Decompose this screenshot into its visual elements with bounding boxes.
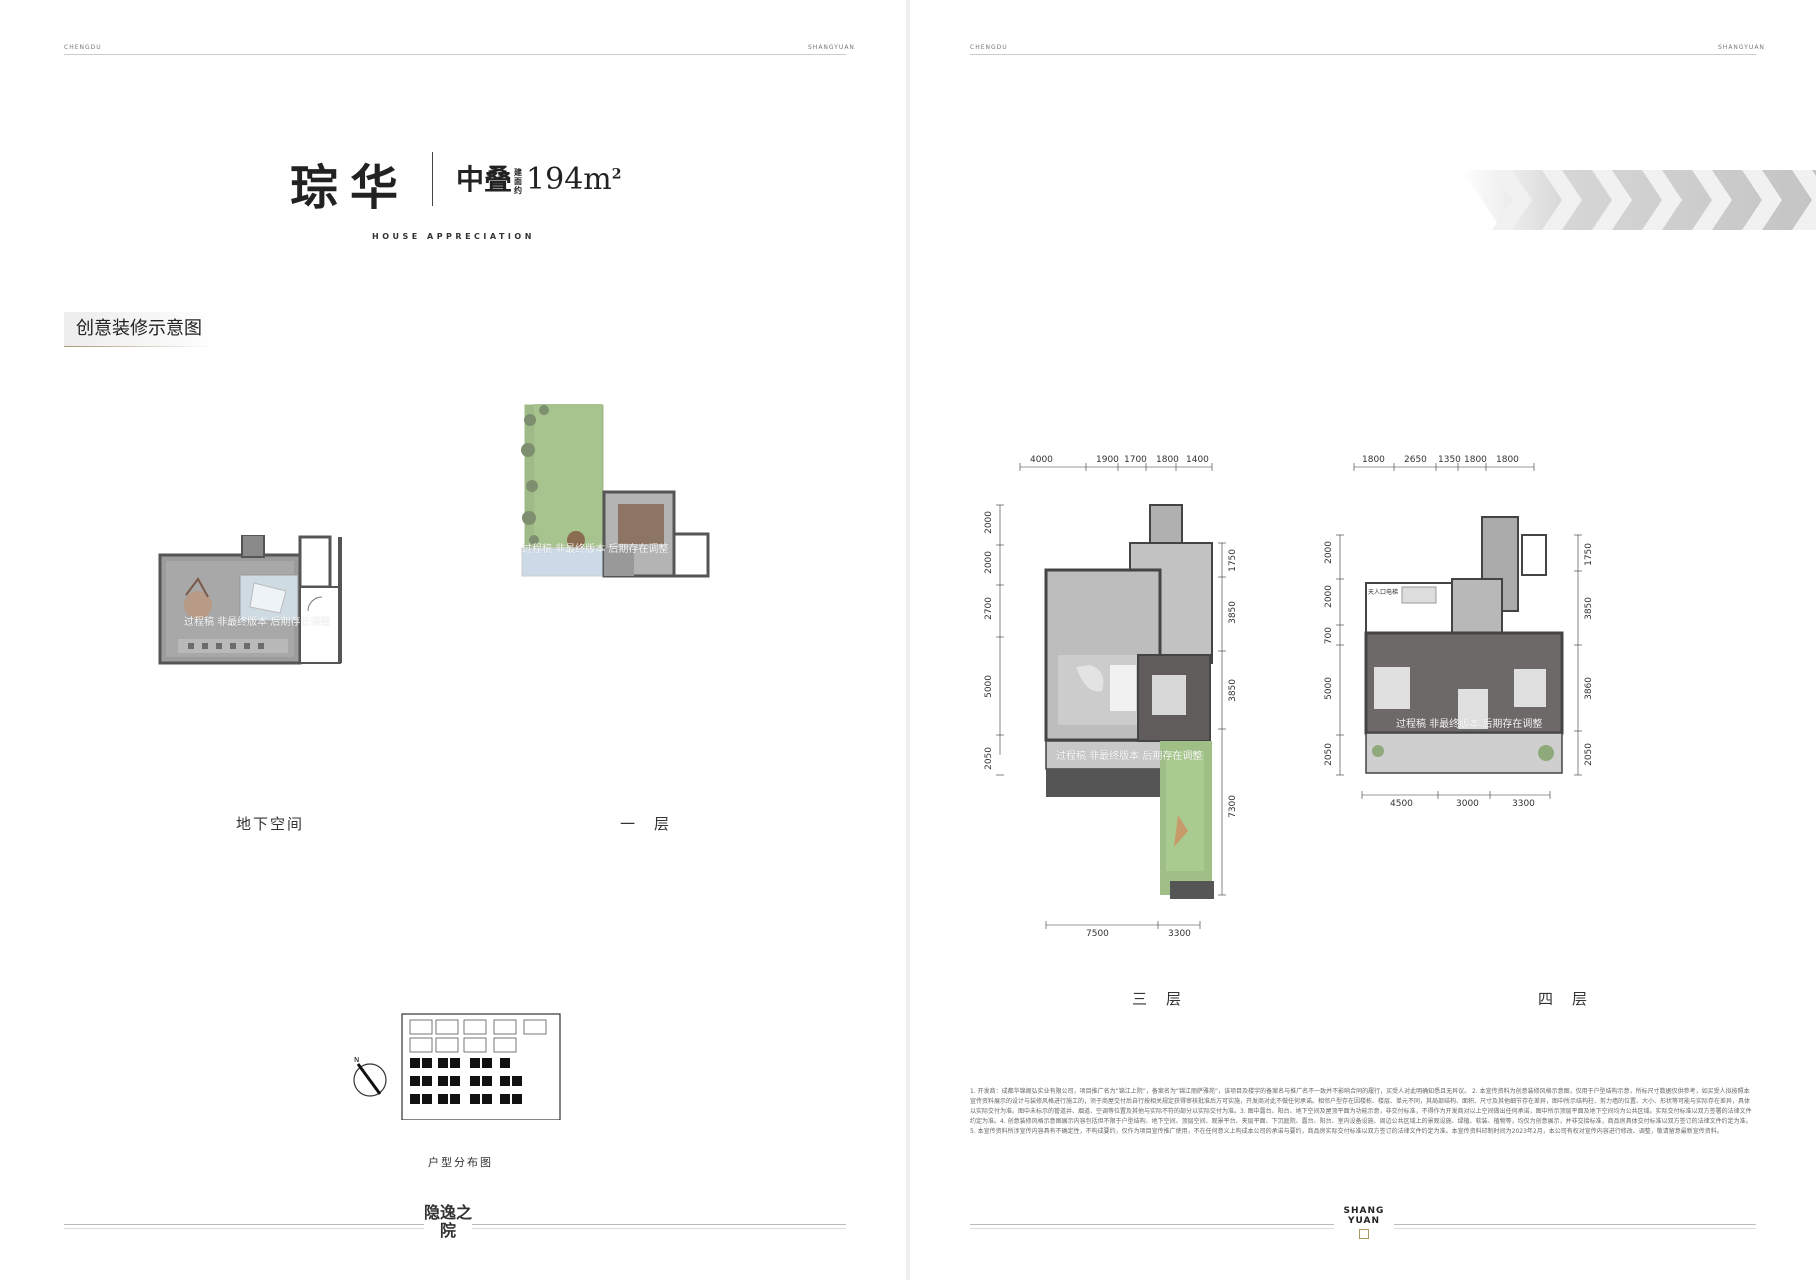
header-right-text-right: SHANGYUAN — [1718, 44, 1765, 51]
watermark-basement: 过程稿 非最终版本 后期存在调整 — [184, 617, 331, 628]
fourth-dim-top-4: 1800 — [1464, 455, 1487, 465]
fourth-dim-left-4: 5000 — [1324, 677, 1334, 700]
basement-floor-plan: 过程稿 非最终版本 后期存在调整 — [158, 534, 374, 669]
third-dim-bottom-1: 7500 — [1086, 929, 1109, 939]
third-dim-top-1: 4000 — [1030, 455, 1053, 465]
third-dim-bottom-2: 3300 — [1168, 929, 1191, 939]
fourth-dim-bottom-2: 3000 — [1456, 799, 1479, 809]
fourth-dim-top-3: 1350 — [1438, 455, 1461, 465]
site-distribution-map: N — [340, 1010, 564, 1124]
header-right-text: SHANGYUAN — [808, 44, 855, 51]
watermark-fourth: 过程稿 非最终版本 后期存在调整 — [1396, 719, 1543, 730]
third-dim-left-1: 2000 — [984, 511, 994, 534]
unit-area-sup: 2 — [611, 166, 622, 183]
fourth-dim-left-3: 700 — [1324, 627, 1334, 645]
fourth-dim-left-2: 2000 — [1324, 585, 1334, 608]
fourth-dim-left-1: 2000 — [1324, 541, 1334, 564]
shangyuan-logo: SHANG YUAN — [1334, 1206, 1394, 1239]
third-dim-right-2: 3850 — [1228, 601, 1238, 624]
fourth-dim-top-1: 1800 — [1362, 455, 1385, 465]
first-floor-label: 一 层 — [620, 815, 672, 833]
fourth-dim-top-2: 2650 — [1404, 455, 1427, 465]
header-rule-right — [970, 54, 1756, 55]
title-divider — [432, 152, 433, 206]
header-left-text: CHENGDU — [64, 44, 102, 51]
fourth-dim-right-1: 1750 — [1584, 543, 1594, 566]
third-floor-plan: 4000 1900 1700 1800 1400 2000 2000 2700 … — [984, 455, 1238, 939]
watermark-first: 过程稿 非最终版本 后期存在调整 — [522, 544, 669, 555]
third-dim-right-1: 1750 — [1228, 549, 1238, 572]
third-dim-right-4: 7300 — [1228, 795, 1238, 818]
right-brochure-page: CHENGDU SHANGYUAN — [910, 0, 1816, 1280]
fourth-dim-top-5: 1800 — [1496, 455, 1519, 465]
svg-text:N: N — [354, 1056, 359, 1064]
fourth-dim-bottom-1: 4500 — [1390, 799, 1413, 809]
house-appreciation-subtitle: HOUSE APPRECIATION — [372, 232, 535, 241]
third-floor-label: 三 层 — [1132, 990, 1184, 1008]
third-dim-top-2: 1900 — [1096, 455, 1119, 465]
third-dim-right-3: 3850 — [1228, 679, 1238, 702]
fourth-room-text: 天人口电梯 — [1368, 589, 1399, 596]
fourth-dim-right-4: 2050 — [1584, 743, 1594, 766]
decorative-pattern — [1462, 170, 1816, 234]
unit-name: 琮华 — [290, 160, 411, 216]
third-dim-left-3: 2700 — [984, 597, 994, 620]
distribution-label: 户型分布图 — [428, 1156, 493, 1169]
third-dim-top-5: 1400 — [1186, 455, 1209, 465]
fourth-floor-label: 四 层 — [1538, 990, 1590, 1008]
header-left-text-right: CHENGDU — [970, 44, 1008, 51]
fourth-dim-bottom-3: 3300 — [1512, 799, 1535, 809]
third-dim-top-3: 1700 — [1124, 455, 1147, 465]
fourth-dim-left-5: 2050 — [1324, 743, 1334, 766]
section-label-underline — [64, 346, 214, 347]
area-prefix: 建面约 — [514, 167, 523, 195]
brand-square-icon — [1359, 1229, 1369, 1239]
brand-line-2: YUAN — [1347, 1216, 1381, 1226]
third-dim-top-4: 1800 — [1156, 455, 1179, 465]
unit-area: 194m — [526, 162, 612, 197]
third-dim-left-5: 2050 — [984, 747, 994, 770]
watermark-third: 过程稿 非最终版本 后期存在调整 — [1056, 751, 1203, 762]
third-dim-left-4: 5000 — [984, 675, 994, 698]
basement-label: 地下空间 — [236, 815, 305, 833]
first-floor-plan: 过程稿 非最终版本 后期存在调整 — [520, 400, 746, 584]
fourth-dim-right-2: 3850 — [1584, 597, 1594, 620]
project-logo: 隐逸之院 — [424, 1203, 473, 1240]
unit-type: 中叠 — [456, 163, 513, 196]
section-label: 创意装修示意图 — [64, 312, 214, 346]
brand-line-1: SHANG — [1343, 1206, 1385, 1216]
fourth-dim-right-3: 3860 — [1584, 677, 1594, 700]
header-rule — [64, 54, 846, 55]
third-dim-left-2: 2000 — [984, 551, 994, 574]
disclaimer-notes: 1. 开发商：成都华锦阁弘实业有限公司，项目推广名为“锦江上院”，备案名为“锦江… — [970, 1088, 1752, 1135]
fourth-floor-plan: 1800 2650 1350 1800 1800 2000 2000 700 5… — [1314, 455, 1614, 819]
